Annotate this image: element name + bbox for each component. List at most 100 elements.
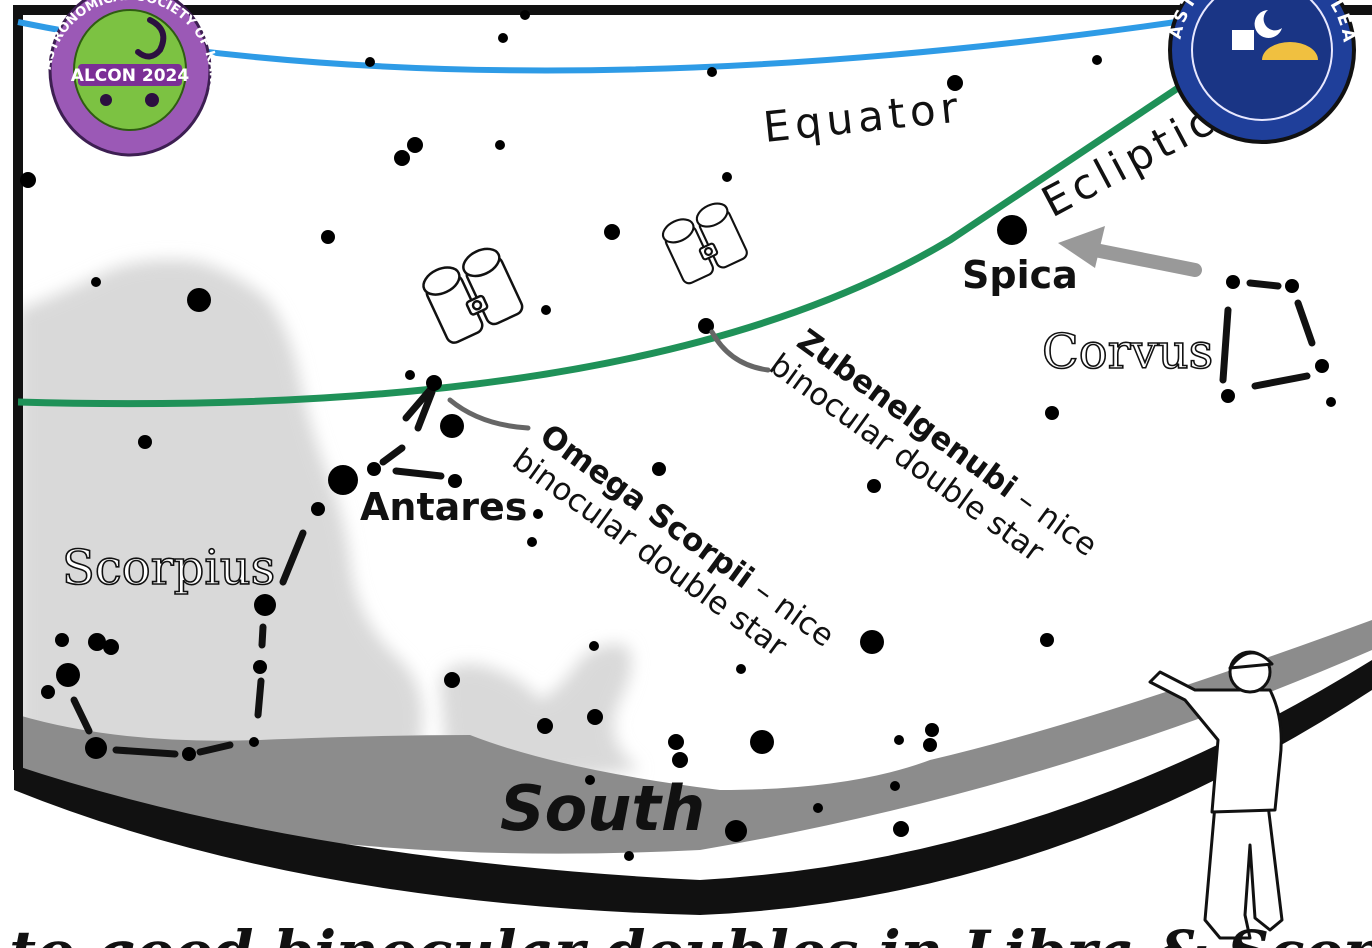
south-label: South (500, 772, 705, 845)
alcon-logo-center-text: ALCON 2024 (71, 66, 190, 86)
binoculars-icon (422, 247, 524, 344)
star (448, 474, 462, 488)
saxophone-icon (135, 17, 167, 60)
star (394, 150, 410, 166)
constellation-segment (402, 386, 434, 422)
star (533, 509, 543, 519)
sunset-icon (1262, 42, 1318, 60)
star (923, 738, 937, 752)
star (138, 435, 152, 449)
constellation-segment (279, 529, 307, 586)
omega-pointer (447, 397, 531, 431)
star (527, 537, 537, 547)
star (1315, 359, 1329, 373)
star (182, 747, 196, 761)
star (652, 462, 666, 476)
star (321, 230, 335, 244)
stars (20, 10, 1336, 861)
constellation-segment (112, 746, 179, 758)
star (860, 630, 884, 654)
star (997, 215, 1027, 245)
constellation-segment (1219, 306, 1232, 384)
constellation-segment (1251, 372, 1311, 390)
milky-way-band (18, 259, 430, 801)
constellation-segment (414, 388, 436, 432)
spica-label: Spica (962, 253, 1078, 297)
alcon-logo: ASTRONOMICAL SOCIETY OF KANSAS CITY ALCO… (40, 0, 221, 157)
star (103, 639, 119, 655)
constellation-segment (196, 741, 234, 756)
star (328, 465, 358, 495)
observer-cap (1228, 651, 1274, 670)
star (894, 735, 904, 745)
star (365, 57, 375, 67)
star (589, 641, 599, 651)
ball-icon (100, 94, 112, 106)
scorpius-label: Scorpius (62, 540, 275, 596)
star (311, 502, 325, 516)
star (520, 10, 530, 20)
binoculars-icon (661, 202, 748, 285)
star (672, 752, 688, 768)
star (426, 375, 442, 391)
star (85, 737, 107, 759)
star (698, 318, 714, 334)
constellation-segment (258, 623, 267, 649)
star (736, 664, 746, 674)
corvus-label: Corvus (1042, 324, 1213, 380)
constellation-segment (392, 467, 445, 480)
star (367, 462, 381, 476)
star (604, 224, 620, 240)
star (947, 75, 963, 91)
star (541, 305, 551, 315)
star (1221, 389, 1235, 403)
star (537, 718, 553, 734)
observer-torso (1148, 670, 1283, 814)
star (925, 723, 939, 737)
star (725, 820, 747, 842)
star (1285, 279, 1299, 293)
horizon-rim (14, 660, 1372, 915)
star (585, 775, 595, 785)
horizon-ground (18, 620, 1372, 854)
star (495, 140, 505, 150)
star (407, 137, 423, 153)
star (405, 370, 415, 380)
star (253, 660, 267, 674)
star (254, 594, 276, 616)
star (1092, 55, 1102, 65)
star (1040, 633, 1054, 647)
spica-arrow (1088, 243, 1202, 277)
star (20, 172, 36, 188)
star (444, 672, 460, 688)
star (91, 277, 101, 287)
star (55, 633, 69, 647)
star (88, 633, 106, 651)
zubenelgenubi-pointer (709, 329, 771, 373)
star (722, 172, 732, 182)
star (890, 781, 900, 791)
star (867, 479, 881, 493)
observer-legs (1203, 803, 1284, 940)
constellation-lines (70, 279, 1316, 758)
alcon-logo-banner (78, 64, 182, 86)
star (750, 730, 774, 754)
star (440, 414, 464, 438)
star (41, 685, 55, 699)
moon-icon (1254, 10, 1282, 38)
star (668, 734, 684, 750)
spica-arrow-head (1058, 226, 1105, 268)
constellation-segment (379, 444, 406, 466)
constellation-segment (1294, 299, 1316, 347)
star (1045, 406, 1059, 420)
star (893, 821, 909, 837)
star (1226, 275, 1240, 289)
star (249, 737, 259, 747)
observatory-icon (1232, 30, 1254, 50)
chart-frame (13, 5, 1372, 770)
ball-icon (145, 93, 159, 107)
observer-figure (1148, 650, 1284, 940)
constellation-segment (254, 677, 265, 719)
